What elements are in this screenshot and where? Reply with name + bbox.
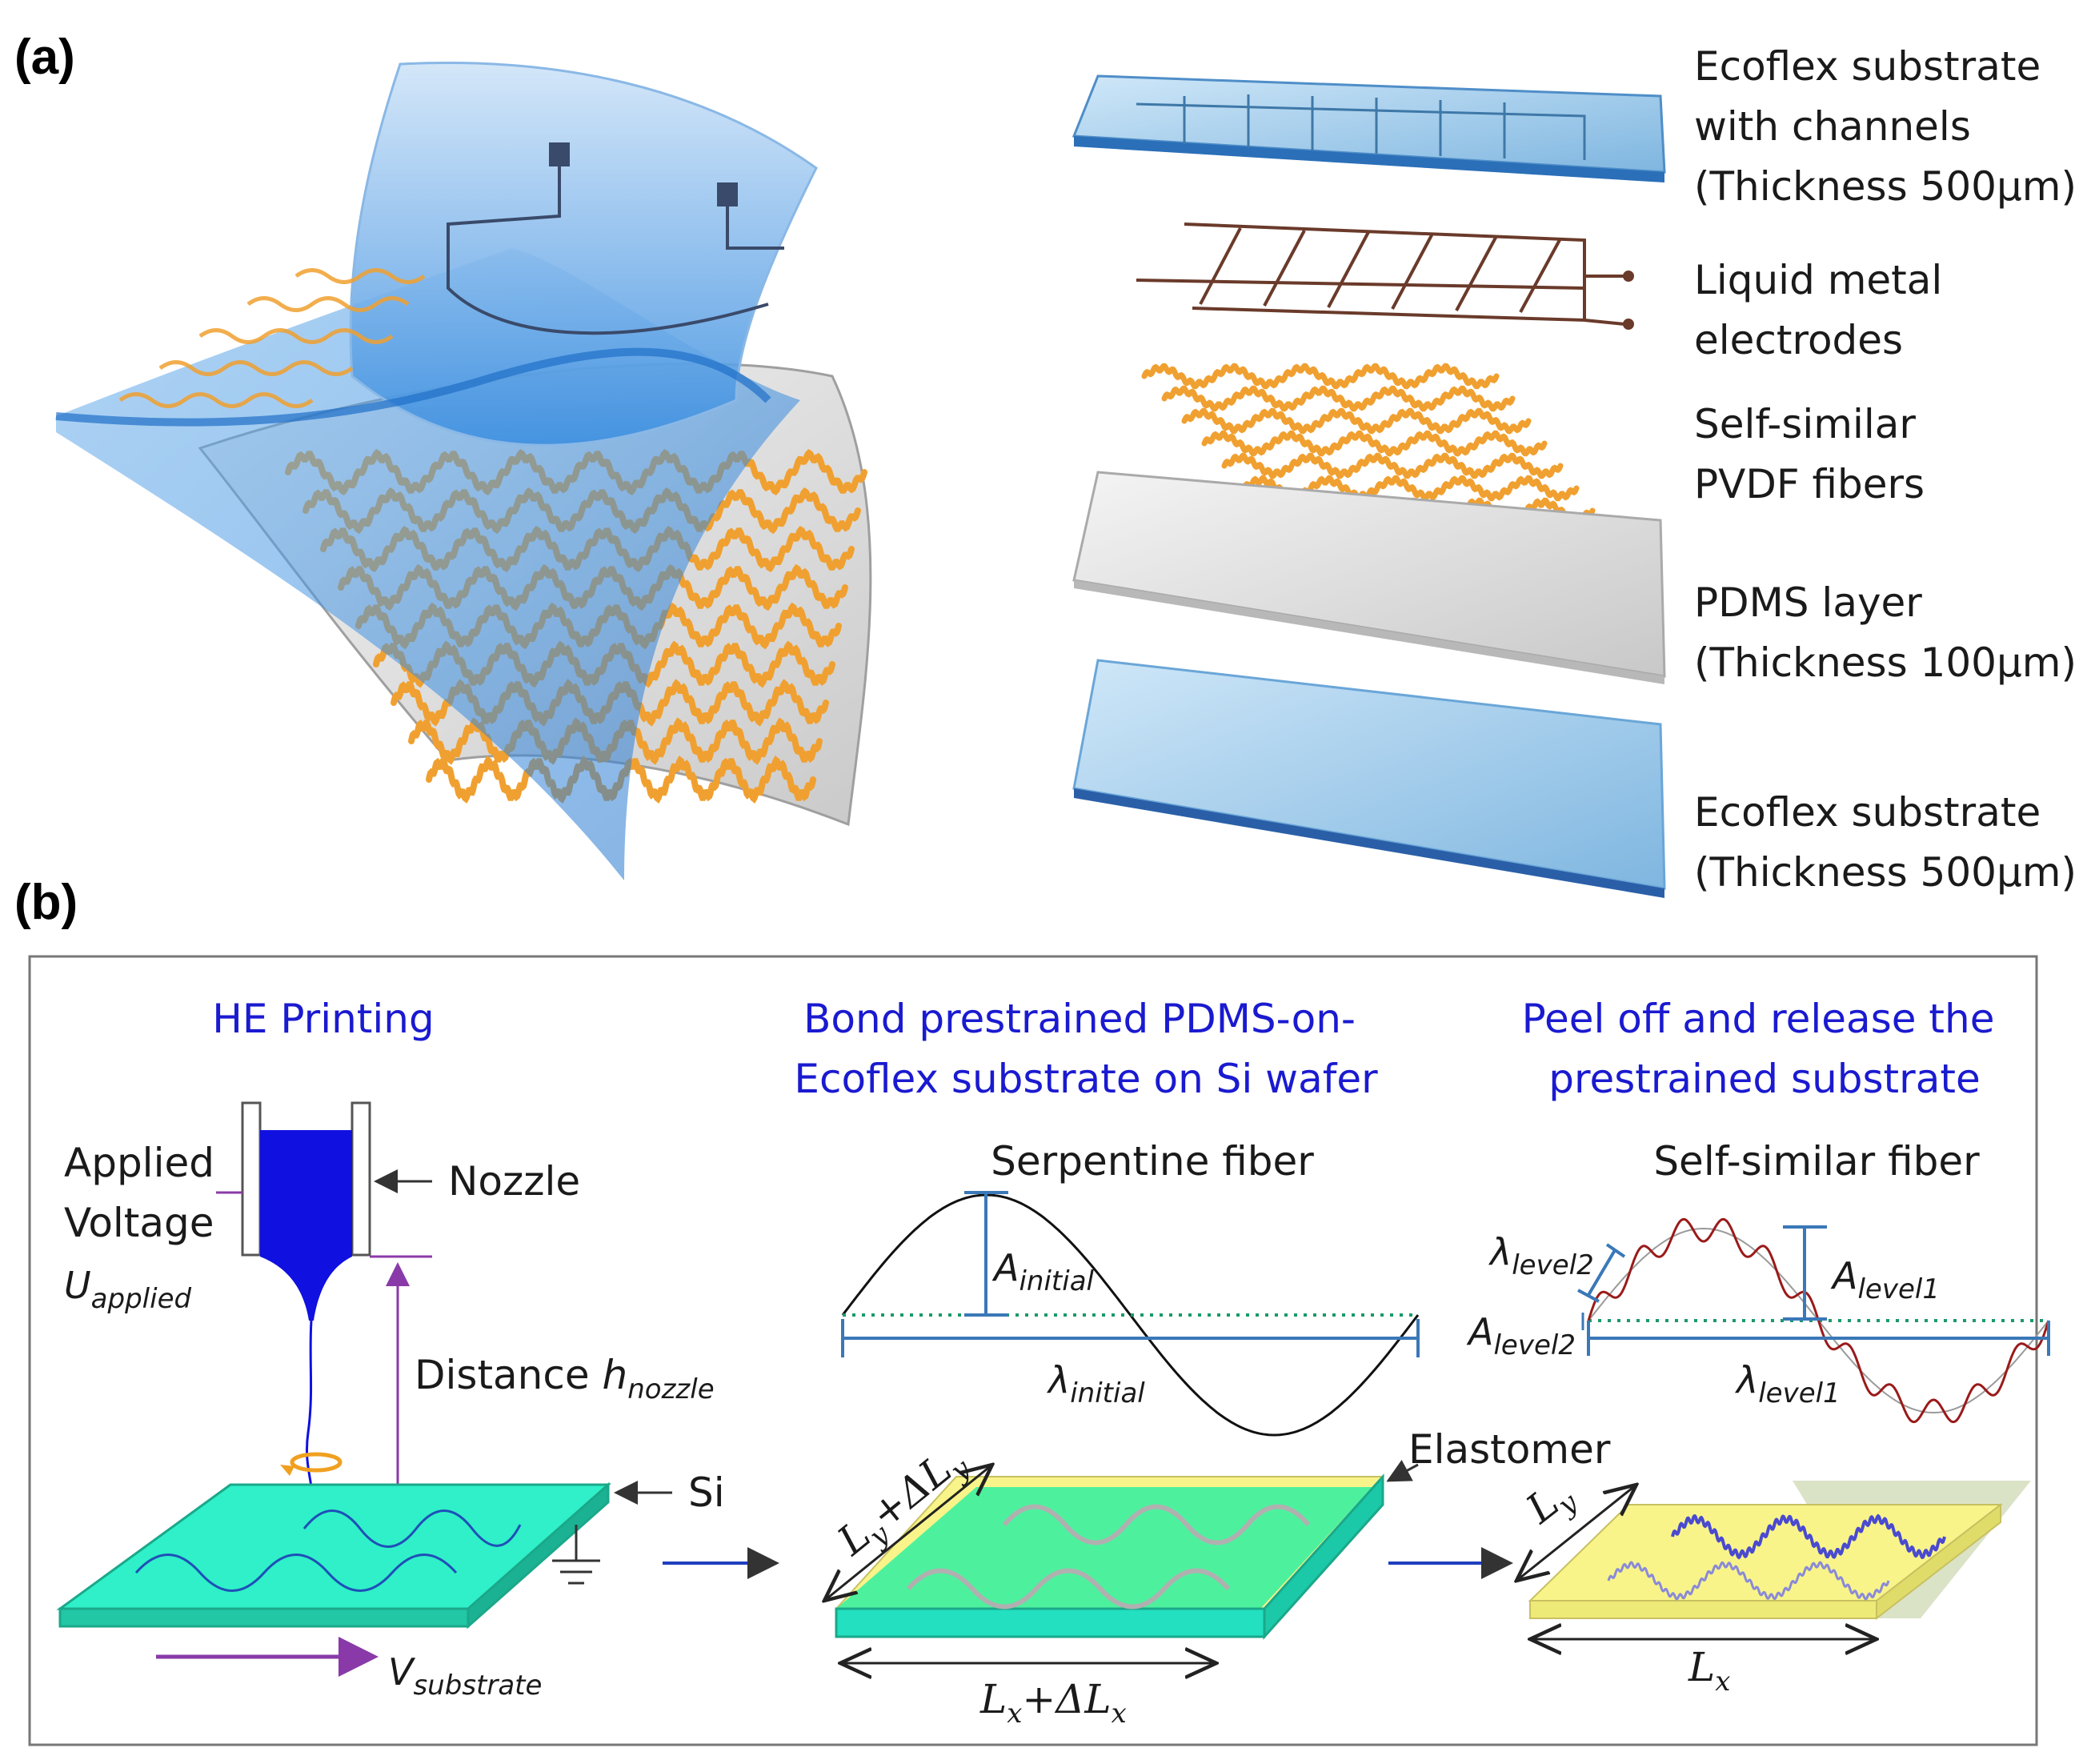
si-substrate-front [58, 1607, 470, 1628]
wavelength-initial-label: λinitial [1046, 1358, 1145, 1409]
printed-fiber-2 [134, 1554, 458, 1592]
layer-ecoflex-bottom [1072, 659, 1666, 898]
pvdf-fiber-strand [1181, 407, 1532, 435]
pvdf-fiber-strand [1141, 363, 1500, 390]
nozzle-ink [260, 1130, 352, 1321]
step-bond-title: Bond prestrained PDMS-on- Ecoflex substr… [794, 996, 1378, 1102]
ground-icon [552, 1525, 600, 1585]
step-peel-title: Peel off and release the prestrained sub… [1522, 996, 2008, 1102]
panel-b-label: (b) [14, 875, 78, 930]
fiber-strips-left [118, 268, 426, 408]
layer-5-label: Ecoflex substrate (Thickness 500µm) [1694, 789, 2077, 896]
nozzle-label: Nozzle [448, 1158, 580, 1205]
si-label: Si [688, 1469, 725, 1516]
printing-setup: Applied Voltage Uapplied Nozzle Distance… [56, 1101, 725, 1702]
layer-pdms [1072, 471, 1666, 684]
peel-ly-arrow [1516, 1485, 1636, 1581]
peel-fiber-2 [1607, 1561, 1890, 1601]
layer-labels: Ecoflex substrate with channels (Thickne… [1694, 43, 2077, 896]
a-level1-label: Alevel1 [1830, 1254, 1940, 1305]
wavelength-marker [841, 1319, 1420, 1357]
layer-4-label: PDMS layer (Thickness 100µm) [1694, 579, 2077, 686]
pvdf-fiber-strand [1221, 452, 1564, 479]
distance-label: Distance hnozzle [415, 1352, 715, 1405]
peel-ly-label: Ly [1517, 1469, 1584, 1538]
lambda-level1-label: λlevel1 [1734, 1358, 1841, 1409]
a-level2-label: Alevel2 [1466, 1310, 1576, 1361]
lambda-level2-label: λlevel2 [1488, 1230, 1594, 1281]
applied-voltage-symbol: Uapplied [64, 1264, 191, 1315]
lambda-level2-marker [1577, 1243, 1626, 1303]
peel-setup: Self-similar fiber λlevel1 Alevel1 [1466, 1138, 2050, 1698]
self-similar-fiber-label: Self-similar fiber [1653, 1138, 1980, 1185]
a-level1-marker [1783, 1225, 1827, 1321]
bond-lx-label: Lx+ΔLx [979, 1676, 1127, 1730]
printed-fiber-1 [302, 1509, 522, 1548]
pvdf-fiber-strand [1161, 385, 1516, 412]
panel-b-frame [28, 955, 2038, 1746]
peel-lx-label: Lx [1688, 1644, 1730, 1698]
bond-ly-arrow [824, 1465, 992, 1601]
lambda-level1-marker [1587, 1321, 2050, 1356]
serpentine-fiber-label: Serpentine fiber [991, 1138, 1314, 1185]
layer-liquid-metal [1136, 223, 1634, 330]
layer-ecoflex-channels [1072, 74, 1666, 182]
si-substrate-top [56, 1483, 611, 1610]
bond-fiber-1 [1002, 1504, 1311, 1546]
serpentine-wave [841, 1193, 1420, 1437]
elastomer-arrow [1386, 1459, 1419, 1482]
elastomer-label: Elastomer [1408, 1426, 1611, 1473]
applied-voltage-label: Applied Voltage [64, 1140, 227, 1246]
amplitude-marker [964, 1191, 1008, 1317]
layer-3-label: Self-similar PVDF fibers [1694, 401, 1929, 507]
layer-1-label: Ecoflex substrate with channels (Thickne… [1694, 43, 2077, 210]
nozzle-wall-left [241, 1101, 262, 1257]
layer-2-label: Liquid metal electrodes [1694, 257, 1955, 363]
electrode-traces [447, 142, 784, 335]
layer-stack [1072, 74, 1666, 898]
panel-a-label: (a) [14, 30, 75, 85]
velocity-label: Vsubstrate [388, 1650, 542, 1702]
amplitude-initial-label: Ainitial [991, 1246, 1095, 1297]
device-illustration [55, 62, 872, 880]
pvdf-fiber-strand [1201, 430, 1548, 457]
bond-setup: Serpentine fiber Ainitial λinitial [824, 1138, 1611, 1730]
peel-fiber-1 [1671, 1513, 1946, 1560]
step-printing-title: HE Printing [212, 996, 434, 1042]
nozzle-wall-right [351, 1101, 371, 1257]
